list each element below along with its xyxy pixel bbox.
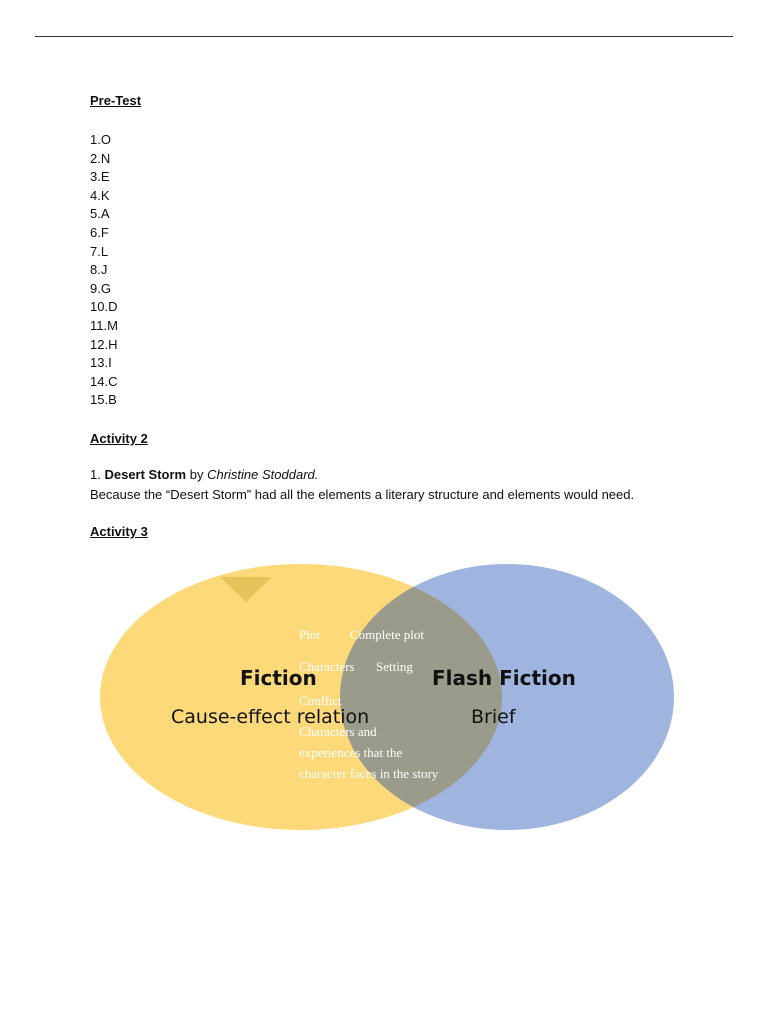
answer-item: 4.K xyxy=(90,187,110,203)
activity3-heading: Activity 3 xyxy=(90,524,148,539)
activity2-reason: Because the “Desert Storm” had all the e… xyxy=(90,487,635,502)
answer-item: 3.E xyxy=(90,169,110,185)
answer-item: 14.C xyxy=(90,373,118,389)
flash-fiction-detail: Brief xyxy=(471,706,517,728)
header-rule xyxy=(35,36,733,37)
overlap-characters-line3: character faces in the story xyxy=(299,766,439,781)
answer-item: 6.F xyxy=(90,224,109,240)
overlap-characters-line1: Characters and xyxy=(299,724,377,739)
answer-item: 11.M xyxy=(90,317,118,333)
answer-item: 1.O xyxy=(90,132,111,147)
fiction-title: Fiction xyxy=(240,666,317,690)
answer-item: 5.A xyxy=(90,206,110,222)
answer-item: 2.N xyxy=(90,150,111,166)
overlap-characters-line2: experiences that the xyxy=(299,745,402,760)
flash-fiction-title: Flash Fiction xyxy=(432,666,576,690)
pretest-heading: Pre-Test xyxy=(90,93,142,108)
answer-item: 8.J xyxy=(90,262,108,278)
answer-item: 12.H xyxy=(90,336,118,352)
answer-item: 7.L xyxy=(90,243,109,259)
venn-diagram: Fiction Cause-effect relation Flash Fict… xyxy=(80,555,700,845)
activity2-heading: Activity 2 xyxy=(90,431,148,446)
overlap-conflict: Conflict xyxy=(299,693,342,708)
answer-item: 13.I xyxy=(90,355,112,371)
venn-svg: Fiction Cause-effect relation Flash Fict… xyxy=(100,564,674,830)
pretest-answer-list: 1.O 2.N 3.E 4.K 5.A 6.F 7.L 8.J 9.G 10.D… xyxy=(90,131,118,410)
answer-item: 10.D xyxy=(90,299,118,315)
item-number: 1. xyxy=(90,467,101,482)
overlap-region xyxy=(340,564,502,830)
answer-item: 9.G xyxy=(90,280,111,296)
overlap-complete-plot: Complete plot xyxy=(350,627,424,642)
overlap-plot: Plot xyxy=(299,627,320,642)
story-author: Christine Stoddard. xyxy=(207,467,319,482)
fiction-detail: Cause-effect relation xyxy=(171,706,369,728)
triangle-marker-icon xyxy=(220,577,272,602)
answer-item: 15.B xyxy=(90,392,117,408)
by-word: by xyxy=(189,467,204,482)
story-title: Desert Storm xyxy=(104,467,187,482)
overlap-characters: Characters xyxy=(299,659,355,674)
activity2-item: 1. Desert Storm by Christine Stoddard. xyxy=(90,467,318,482)
overlap-setting: Setting xyxy=(376,659,413,674)
